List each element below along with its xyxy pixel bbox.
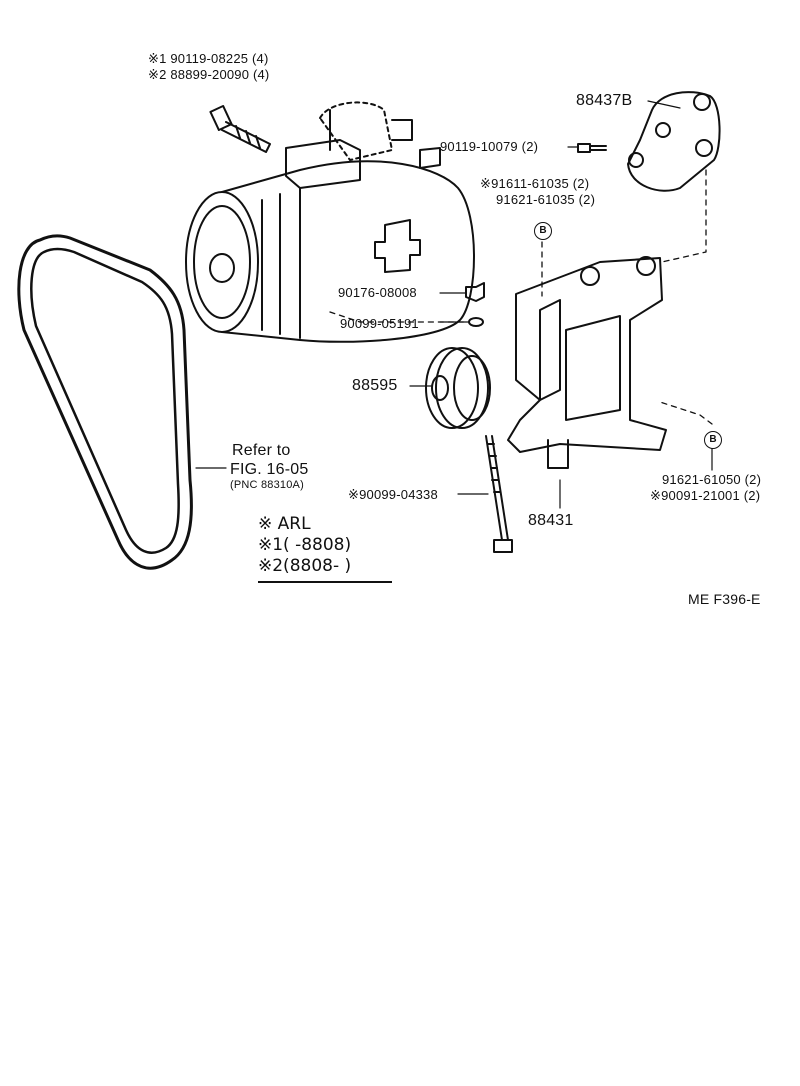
part-label-90119-10079: 90119-10079 (2) [440, 139, 539, 154]
legend-row-2: ※2(8808- ) [258, 556, 352, 576]
legend-row-1: ※1( -8808) [258, 535, 352, 555]
bracket-88431 [507, 256, 667, 469]
part-label-90099-04338: ※90099-04338 [348, 487, 438, 502]
leader-lines [195, 100, 713, 509]
part-label-90119-08225: ※1 90119-08225 (4) [148, 51, 269, 66]
part-label-91611-61035: ※91611-61035 (2) [480, 176, 590, 191]
compressor-bolt [209, 104, 271, 153]
part-label-88437b: 88437B [576, 92, 633, 109]
bracket-88437b [627, 91, 721, 192]
figure-code: ME F396-E [688, 591, 761, 607]
reference-pnc: (PNC 88310A) [230, 479, 304, 491]
part-label-88431: 88431 [528, 512, 574, 529]
applicability-legend: ※ ARL ※1( -8808) ※2(8808- ) [258, 514, 394, 583]
part-label-88595: 88595 [352, 377, 398, 394]
reference-figure: FIG. 16-05 [230, 461, 309, 478]
idler-pulley [425, 347, 491, 429]
part-label-90091-21001: ※90091-21001 (2) [650, 488, 761, 503]
long-bolt [485, 435, 513, 553]
part-label-90099-05191: 90099-05191 [340, 316, 419, 331]
part-label-91621-61050: 91621-61050 (2) [662, 472, 762, 487]
part-label-91621-61035: 91621-61035 (2) [496, 192, 596, 207]
reference-marker-b: B [534, 222, 552, 240]
small-bolt [465, 143, 607, 327]
compressor [185, 101, 475, 343]
reference-marker-b-2: B [704, 431, 722, 449]
assembly-lines [329, 169, 713, 425]
part-label-90176-08008: 90176-08008 [338, 285, 417, 300]
legend-row-arl: ※ ARL [258, 514, 311, 534]
v-belt [17, 234, 193, 570]
legend-underline [258, 581, 392, 583]
reference-text: Refer to [232, 442, 291, 459]
part-label-88899-20090: ※2 88899-20090 (4) [148, 67, 270, 82]
